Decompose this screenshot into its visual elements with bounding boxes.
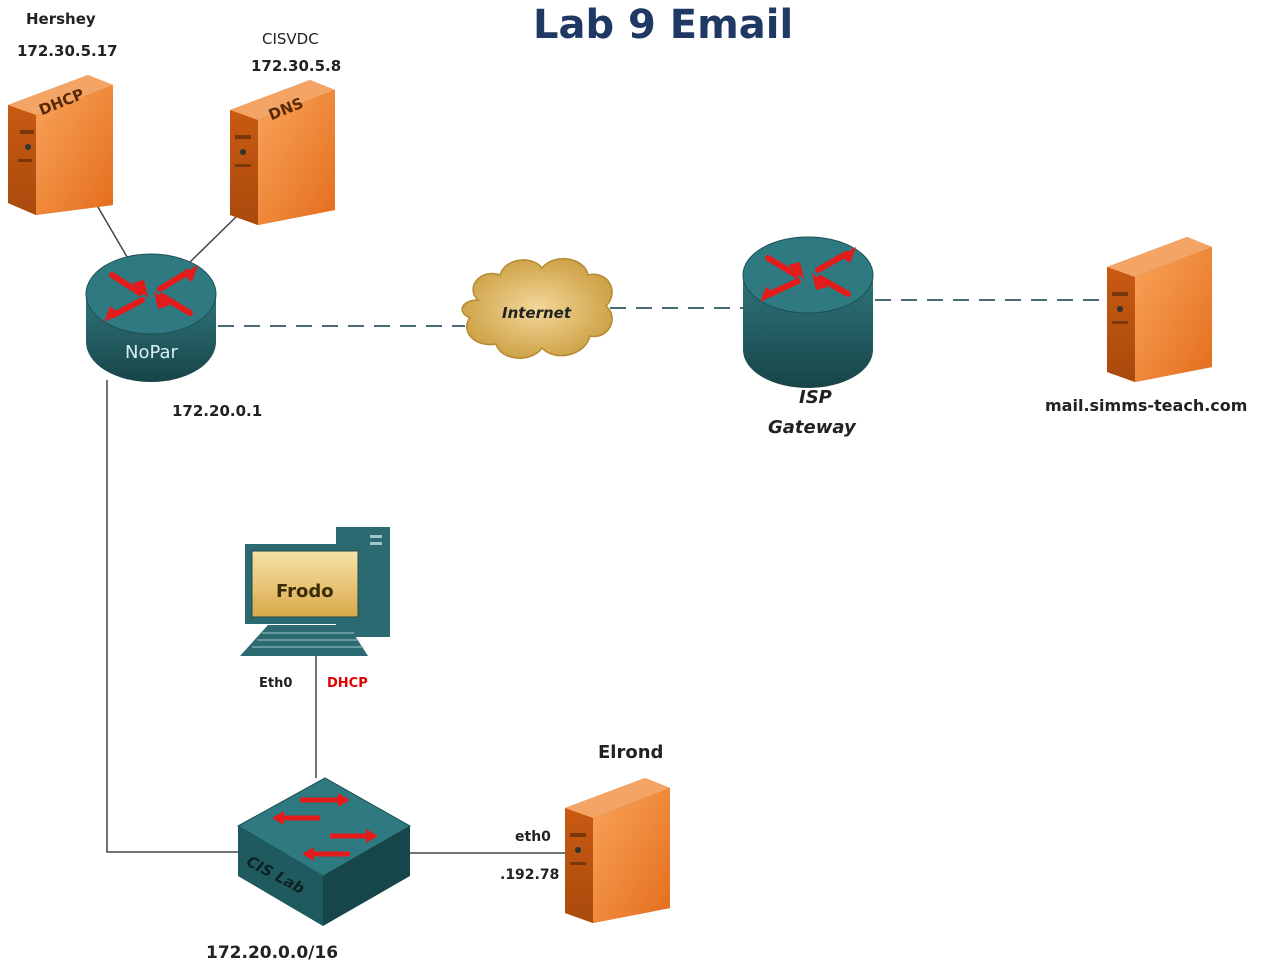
router-isp-icon <box>742 236 874 388</box>
elrond-addr: .192.78 <box>500 867 560 883</box>
frodo-addr: DHCP <box>327 676 368 691</box>
frodo-name: Frodo <box>276 581 334 602</box>
server-cisvdc-icon <box>230 80 335 225</box>
frodo-iface: Eth0 <box>259 676 293 691</box>
router-nopar-icon <box>85 253 217 382</box>
cisvdc-ip: 172.30.5.8 <box>251 57 342 75</box>
server-hershey-icon <box>8 75 113 215</box>
link-nopar-cislab <box>106 380 245 853</box>
link-cisvdc-nopar <box>189 214 239 263</box>
nopar-name: NoPar <box>125 342 178 363</box>
cisvdc-name: CISVDC <box>262 30 319 48</box>
server-elrond-icon <box>565 778 670 923</box>
mail-server-name: mail.simms-teach.com <box>1045 396 1248 415</box>
isp-label-line2: Gateway <box>768 417 856 438</box>
nopar-ip: 172.20.0.1 <box>172 402 263 420</box>
hershey-name: Hershey <box>26 10 96 28</box>
elrond-iface: eth0 <box>515 829 551 845</box>
switch-cislab-icon <box>236 777 412 926</box>
internet-label: Internet <box>502 304 572 322</box>
elrond-name: Elrond <box>598 742 664 763</box>
isp-label-line1: ISP <box>799 387 832 408</box>
hershey-ip: 172.30.5.17 <box>17 42 118 60</box>
desktop-computer-frodo-icon <box>240 527 390 656</box>
cislab-network: 172.20.0.0/16 <box>206 943 339 963</box>
cloud-internet-icon <box>461 257 613 359</box>
diagram-title: Lab 9 Email <box>533 2 794 48</box>
server-mail-icon <box>1107 237 1212 382</box>
